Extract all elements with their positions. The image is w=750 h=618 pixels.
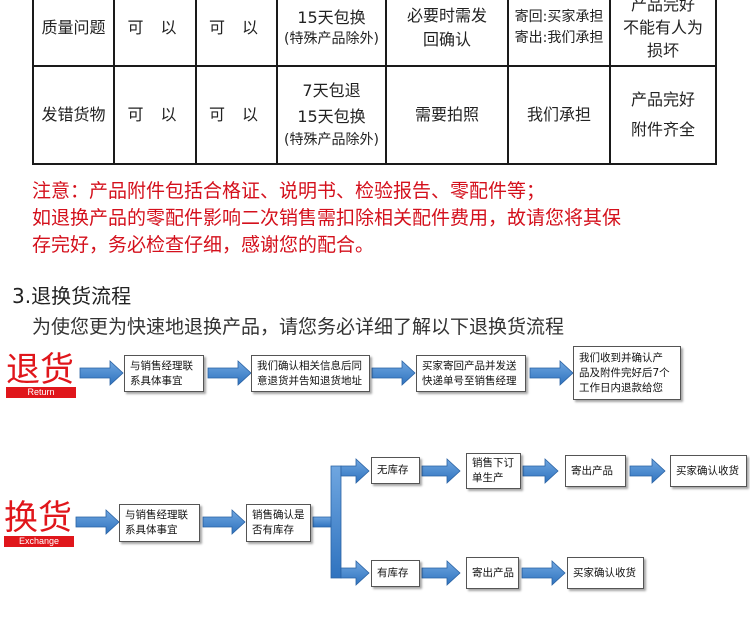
exchange-step-check-stock: 销售确认是 否有库存 bbox=[246, 504, 311, 542]
shipping-cell: 我们承担 bbox=[507, 65, 611, 165]
table-row: 发错货物 可 以 可 以 7天包退 15天包换 (特殊产品除外) 需要拍照 我们… bbox=[32, 65, 717, 165]
step-line: 快递单号至销售经理 bbox=[422, 374, 517, 387]
step-line: 工作日内退款给您 bbox=[579, 381, 663, 394]
arrow-right-icon bbox=[421, 458, 461, 484]
period-line: 7天包退 bbox=[302, 81, 361, 101]
condition-line: 附件齐全 bbox=[630, 120, 695, 139]
condition-cell: 产品完好 附件齐全 bbox=[609, 65, 717, 165]
branch-trunk bbox=[330, 465, 342, 579]
shipping-line: 我们承担 bbox=[526, 105, 591, 125]
condition-cell: 产品完好 不能有人为 损坏 bbox=[609, 0, 717, 67]
notice-line: 存完好，务必检查仔细，感谢您的配合。 bbox=[32, 234, 375, 256]
step-line: 寄出产品 bbox=[571, 464, 613, 477]
step-line: 与销售经理联 bbox=[130, 359, 193, 372]
period-line: 15天包换 bbox=[297, 7, 366, 27]
table-cell: 可 以 bbox=[195, 0, 278, 67]
arrow-right-icon bbox=[75, 509, 120, 535]
arrow-right-icon bbox=[207, 360, 252, 386]
step-line: 我们收到并确认产 bbox=[579, 351, 663, 364]
period-cell: 15天包换 (特殊产品除外) bbox=[276, 0, 387, 67]
arrow-right-icon bbox=[522, 458, 559, 484]
return-step-ship-back: 买家寄回产品并发送 快递单号至销售经理 bbox=[416, 355, 526, 392]
shipping-line: 寄出:我们承担 bbox=[514, 29, 604, 46]
arrow-right-icon bbox=[340, 458, 370, 484]
arrow-right-icon bbox=[79, 360, 124, 386]
no-stock-step-receive: 买家确认收货 bbox=[670, 455, 747, 487]
arrow-right-icon bbox=[421, 560, 461, 586]
step-line: 意退货并告知退货地址 bbox=[257, 374, 362, 387]
step-line: 系具体事宜 bbox=[130, 374, 183, 387]
notice-line: 注意：产品附件包括合格证、说明书、检验报告、零配件等； bbox=[32, 180, 546, 202]
step-line: 有库存 bbox=[377, 567, 409, 579]
arrow-right-icon bbox=[371, 360, 416, 386]
arrow-right-icon bbox=[529, 360, 574, 386]
section-title: 3.退换货流程 bbox=[12, 284, 132, 308]
no-stock-box: 无库存 bbox=[371, 457, 420, 484]
in-stock-step-receive: 买家确认收货 bbox=[567, 557, 644, 589]
period-line: (特殊产品除外) bbox=[284, 30, 379, 47]
notice-text: 注意：产品附件包括合格证、说明书、检验报告、零配件等； 如退换产品的零配件影响二… bbox=[32, 178, 732, 259]
step-line: 系具体事宜 bbox=[125, 524, 178, 536]
condition-line: 产品完好 bbox=[630, 0, 695, 14]
step-line: 我们确认相关信息后同 bbox=[257, 359, 362, 372]
table-cell: 可 以 bbox=[113, 65, 197, 165]
return-label: 退货 bbox=[6, 350, 74, 390]
step-line: 品及附件完好后7个 bbox=[579, 366, 670, 379]
exchange-step-contact: 与销售经理联 系具体事宜 bbox=[119, 504, 200, 542]
step-line: 买家确认收货 bbox=[676, 464, 739, 477]
arrow-right-icon bbox=[521, 560, 566, 586]
step-line: 销售确认是 bbox=[252, 509, 305, 521]
shipping-cell: 寄回:买家承担 寄出:我们承担 bbox=[507, 0, 611, 67]
in-stock-box: 有库存 bbox=[371, 560, 420, 587]
condition-line: 不能有人为 bbox=[622, 17, 703, 37]
photo-line: 需要拍照 bbox=[414, 105, 479, 125]
issue-cell: 质量问题 bbox=[32, 0, 115, 67]
table-cell: 可 以 bbox=[113, 0, 197, 67]
return-step-contact: 与销售经理联 系具体事宜 bbox=[124, 355, 204, 392]
photo-line: 必要时需发 bbox=[406, 6, 487, 26]
arrow-right-icon bbox=[340, 560, 370, 586]
condition-line: 产品完好 bbox=[630, 89, 695, 109]
step-line: 与销售经理联 bbox=[125, 509, 188, 521]
notice-line: 如退换产品的零配件影响二次销售需扣除相关配件费用，故请您将其保 bbox=[32, 207, 622, 229]
section-subtitle: 为使您更为快速地退换产品，请您务必详细了解以下退换货流程 bbox=[32, 316, 565, 338]
step-line: 寄出产品 bbox=[472, 566, 514, 579]
return-tag: Return bbox=[6, 387, 76, 398]
period-cell: 7天包退 15天包换 (特殊产品除外) bbox=[276, 65, 387, 165]
condition-line: 损坏 bbox=[646, 41, 679, 61]
photo-cell: 需要拍照 bbox=[385, 65, 509, 165]
no-stock-step-ship: 寄出产品 bbox=[565, 455, 626, 487]
table-cell: 可 以 bbox=[195, 65, 278, 165]
no-stock-step-order: 销售下订 单生产 bbox=[466, 453, 521, 489]
step-line: 否有库存 bbox=[252, 524, 294, 536]
period-line: 15天包换 bbox=[297, 106, 366, 126]
photo-line: 回确认 bbox=[422, 29, 471, 49]
return-step-confirm: 我们确认相关信息后同 意退货并告知退货地址 bbox=[251, 355, 370, 392]
period-line: (特殊产品除外) bbox=[284, 132, 379, 149]
photo-cell: 必要时需发 回确认 bbox=[385, 0, 509, 67]
arrow-right-icon bbox=[202, 509, 246, 535]
return-step-refund: 我们收到并确认产 品及附件完好后7个 工作日内退款给您 bbox=[573, 346, 681, 400]
issue-cell: 发错货物 bbox=[32, 65, 115, 165]
step-line: 无库存 bbox=[377, 464, 409, 476]
exchange-label: 换货 bbox=[4, 498, 72, 538]
shipping-line: 寄回:买家承担 bbox=[514, 9, 604, 26]
table-row: 质量问题 可 以 可 以 15天包换 (特殊产品除外) 必要时需发 回确认 寄回… bbox=[32, 0, 717, 67]
step-line: 买家寄回产品并发送 bbox=[422, 359, 517, 372]
step-line: 买家确认收货 bbox=[573, 566, 636, 579]
branch-connector bbox=[312, 516, 334, 528]
arrow-right-icon bbox=[629, 458, 666, 484]
step-line: 单生产 bbox=[472, 472, 504, 484]
in-stock-step-ship: 寄出产品 bbox=[466, 557, 519, 589]
step-line: 销售下订 bbox=[472, 457, 514, 469]
policy-table: 质量问题 可 以 可 以 15天包换 (特殊产品除外) 必要时需发 回确认 寄回… bbox=[32, 0, 717, 165]
exchange-tag: Exchange bbox=[4, 536, 74, 547]
